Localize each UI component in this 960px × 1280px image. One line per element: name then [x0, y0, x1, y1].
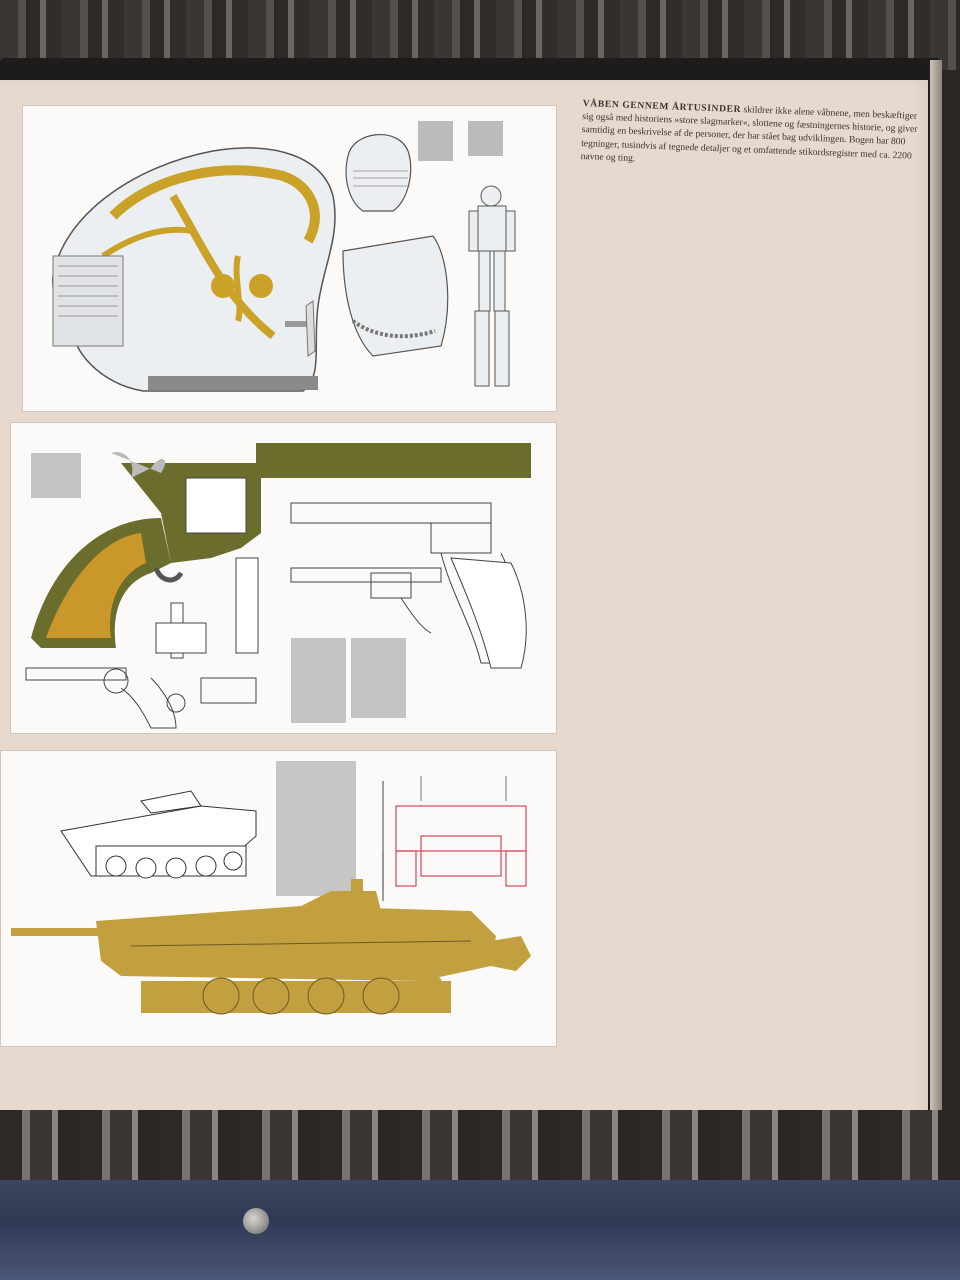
tank-illustration-panel: [0, 750, 557, 1047]
knight-illustration: [468, 185, 516, 387]
armor-illustration-panel: [22, 105, 557, 412]
revolver-illustration-panel: [10, 422, 557, 734]
book-description: VÅBEN GENNEM ÅRTUSINDER skildrer ikke al…: [580, 97, 927, 176]
tank-illustration: [11, 761, 531, 1015]
helmet-illustration: [52, 121, 516, 392]
revolver-illustration: [25, 443, 531, 729]
book-edge: [930, 60, 942, 1130]
book-back-cover: VÅBEN GENNEM ÅRTUSINDER skildrer ikke al…: [0, 80, 928, 1128]
book-description-body: skildrer ikke alene våbnene, men beskæft…: [580, 104, 918, 164]
jeans-rivet: [243, 1208, 269, 1234]
denim-background: [0, 1180, 960, 1280]
